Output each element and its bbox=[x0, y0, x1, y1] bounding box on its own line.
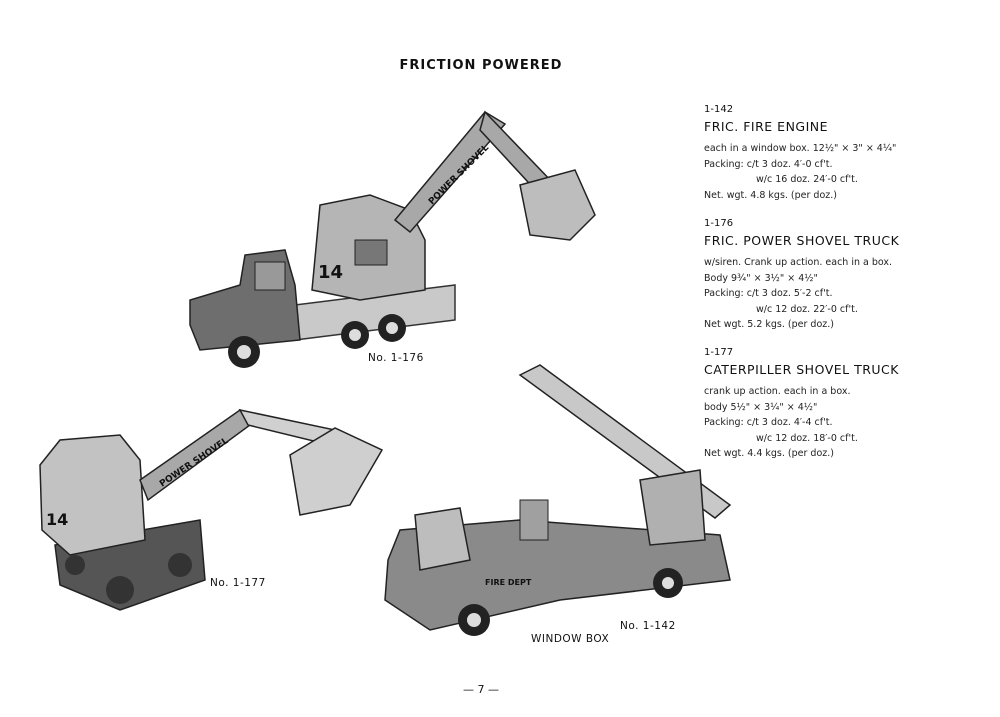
product-code: 1-142 bbox=[704, 104, 734, 115]
spec-line: w/c 12 doz. 22′-0 cf't. bbox=[756, 303, 858, 315]
product-entry-1-176: 1-176 FRIC. POWER SHOVEL TRUCK w/siren. … bbox=[704, 218, 994, 333]
fire-dept-label: FIRE DEPT bbox=[485, 578, 532, 587]
caption-caterpillar: No. 1-177 bbox=[210, 577, 266, 589]
product-code: 1-176 bbox=[704, 218, 734, 229]
power-shovel-truck-illustration: 14 POWER SHOVEL bbox=[189, 110, 596, 368]
caterpillar-shovel-illustration: 14 POWER SHOVEL bbox=[39, 408, 384, 611]
spec-line: Packing: c/t 3 doz. 5′-2 cf't. bbox=[704, 288, 833, 299]
shovel-truck-number: 14 bbox=[318, 262, 343, 283]
spec-line: Net wgt. 4.4 kgs. (per doz.) bbox=[704, 448, 834, 459]
spec-line: crank up action. each in a box. bbox=[704, 386, 851, 397]
fire-engine-illustration: FIRE DEPT bbox=[384, 364, 732, 636]
product-code: 1-177 bbox=[704, 347, 734, 358]
caterpillar-number: 14 bbox=[46, 510, 68, 529]
product-name: FRIC. POWER SHOVEL TRUCK bbox=[704, 233, 900, 248]
spec-line: w/siren. Crank up action. each in a box. bbox=[704, 257, 893, 268]
spec-line: Net wgt. 5.2 kgs. (per doz.) bbox=[704, 319, 834, 330]
product-name: FRIC. FIRE ENGINE bbox=[704, 119, 829, 134]
spec-line: w/c 16 doz. 24′-0 cf't. bbox=[756, 174, 858, 185]
spec-line: w/c 12 doz. 18′-0 cf't. bbox=[756, 432, 858, 444]
spec-line: each in a window box. 12½" × 3" × 4¼" bbox=[704, 143, 897, 154]
spec-line: Packing: c/t 3 doz. 4′-4 cf't. bbox=[704, 417, 833, 428]
caption-shovel-truck: No. 1-176 bbox=[368, 352, 424, 364]
spec-line: Body 9¾" × 3½" × 4½" bbox=[704, 272, 818, 284]
page-number: — 7 — bbox=[463, 683, 499, 696]
spec-line: body 5½" × 3¼" × 4½" bbox=[704, 401, 818, 413]
product-name: CATERPILLER SHOVEL TRUCK bbox=[704, 362, 899, 377]
spec-line: Packing: c/t 3 doz. 4′-0 cf't. bbox=[704, 158, 833, 170]
caption-fire-engine: No. 1-142 bbox=[620, 620, 676, 632]
spec-line: Net. wgt. 4.8 kgs. (per doz.) bbox=[704, 189, 837, 201]
caption-window-box: WINDOW BOX bbox=[531, 633, 610, 645]
product-entry-1-177: 1-177 CATERPILLER SHOVEL TRUCK crank up … bbox=[704, 347, 994, 462]
page-title: FRICTION POWERED bbox=[399, 58, 563, 73]
product-entry-1-142: 1-142 FRIC. FIRE ENGINE each in a window… bbox=[704, 104, 994, 203]
